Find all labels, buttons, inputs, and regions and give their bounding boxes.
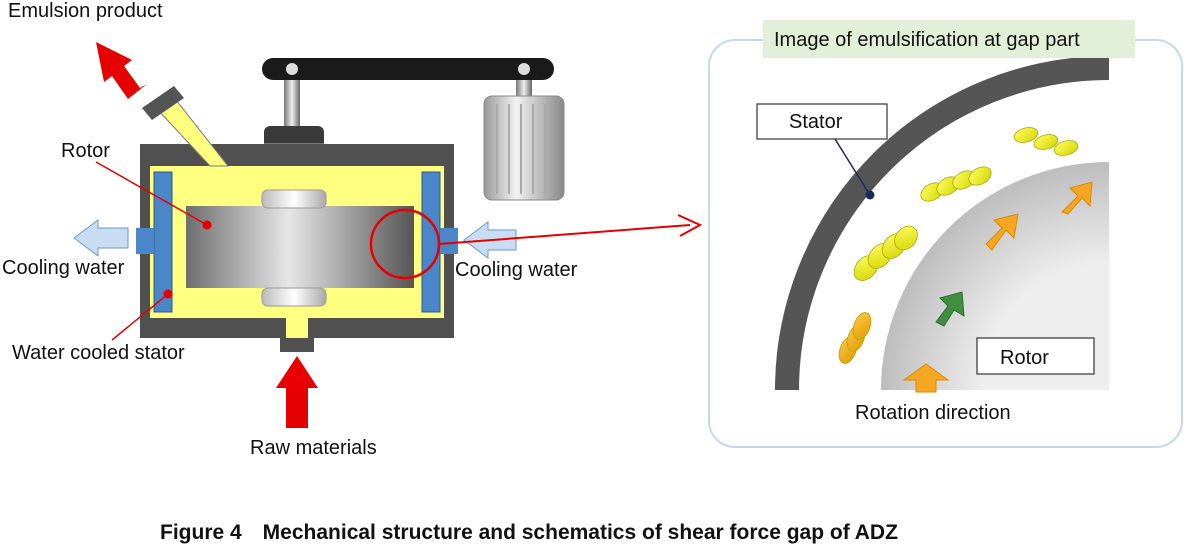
rotation-arrow-3 — [935, 291, 965, 327]
figure-caption: Figure 4 Mechanical structure and schema… — [160, 521, 898, 544]
housing-top-plate — [140, 144, 454, 166]
gap-inset: Stator Rotor Rotation direction Image of… — [708, 20, 1183, 448]
pulley-left — [286, 63, 298, 75]
rotation-direction-label: Rotation direction — [855, 402, 1011, 424]
rotor-block — [186, 206, 414, 288]
machine-schematic — [73, 42, 703, 428]
upper-bushing — [261, 189, 327, 209]
rotor-label: Rotor — [61, 140, 110, 162]
emulsion-product-label: Emulsion product — [8, 0, 163, 22]
rotation-arrow-4 — [902, 363, 950, 393]
stator-leader-dot — [865, 190, 875, 200]
drive-belt — [262, 58, 554, 80]
droplets — [838, 127, 1079, 364]
inlet-pipe — [286, 318, 308, 338]
inset-title-box — [763, 20, 1135, 58]
gap-connector-line — [438, 224, 691, 245]
rotor-disk — [881, 162, 1109, 390]
leader-lines — [95, 161, 212, 341]
rotation-arrow-2 — [985, 213, 1019, 251]
pulley-right — [518, 63, 530, 75]
raw-materials-arrow — [276, 356, 318, 428]
cooling-water-left-label: Cooling water — [2, 257, 125, 279]
stator-label: Stator — [789, 111, 843, 133]
cooling-water-right-label: Cooling water — [455, 259, 578, 281]
cooling-water-out-arrow — [73, 219, 129, 257]
lower-bushing — [261, 287, 327, 307]
raw-materials-label: Raw materials — [250, 437, 377, 459]
stator-leader-line — [834, 138, 871, 196]
emulsion-product-arrow — [96, 42, 147, 99]
inset-title: Image of emulsification at gap part — [774, 29, 1080, 51]
cooling-jacket-right — [421, 171, 441, 313]
stator-arc — [775, 56, 1110, 391]
gap-connector-arrowhead — [677, 214, 703, 237]
stator-label-box — [756, 103, 888, 140]
motor — [483, 80, 565, 201]
inset-rotor-label: Rotor — [1000, 347, 1049, 369]
outlet-pipe — [142, 86, 230, 167]
water-cooled-stator-label: Water cooled stator — [12, 342, 185, 364]
rotation-arrow-1 — [1061, 181, 1093, 215]
rotor-label-box — [976, 337, 1095, 375]
